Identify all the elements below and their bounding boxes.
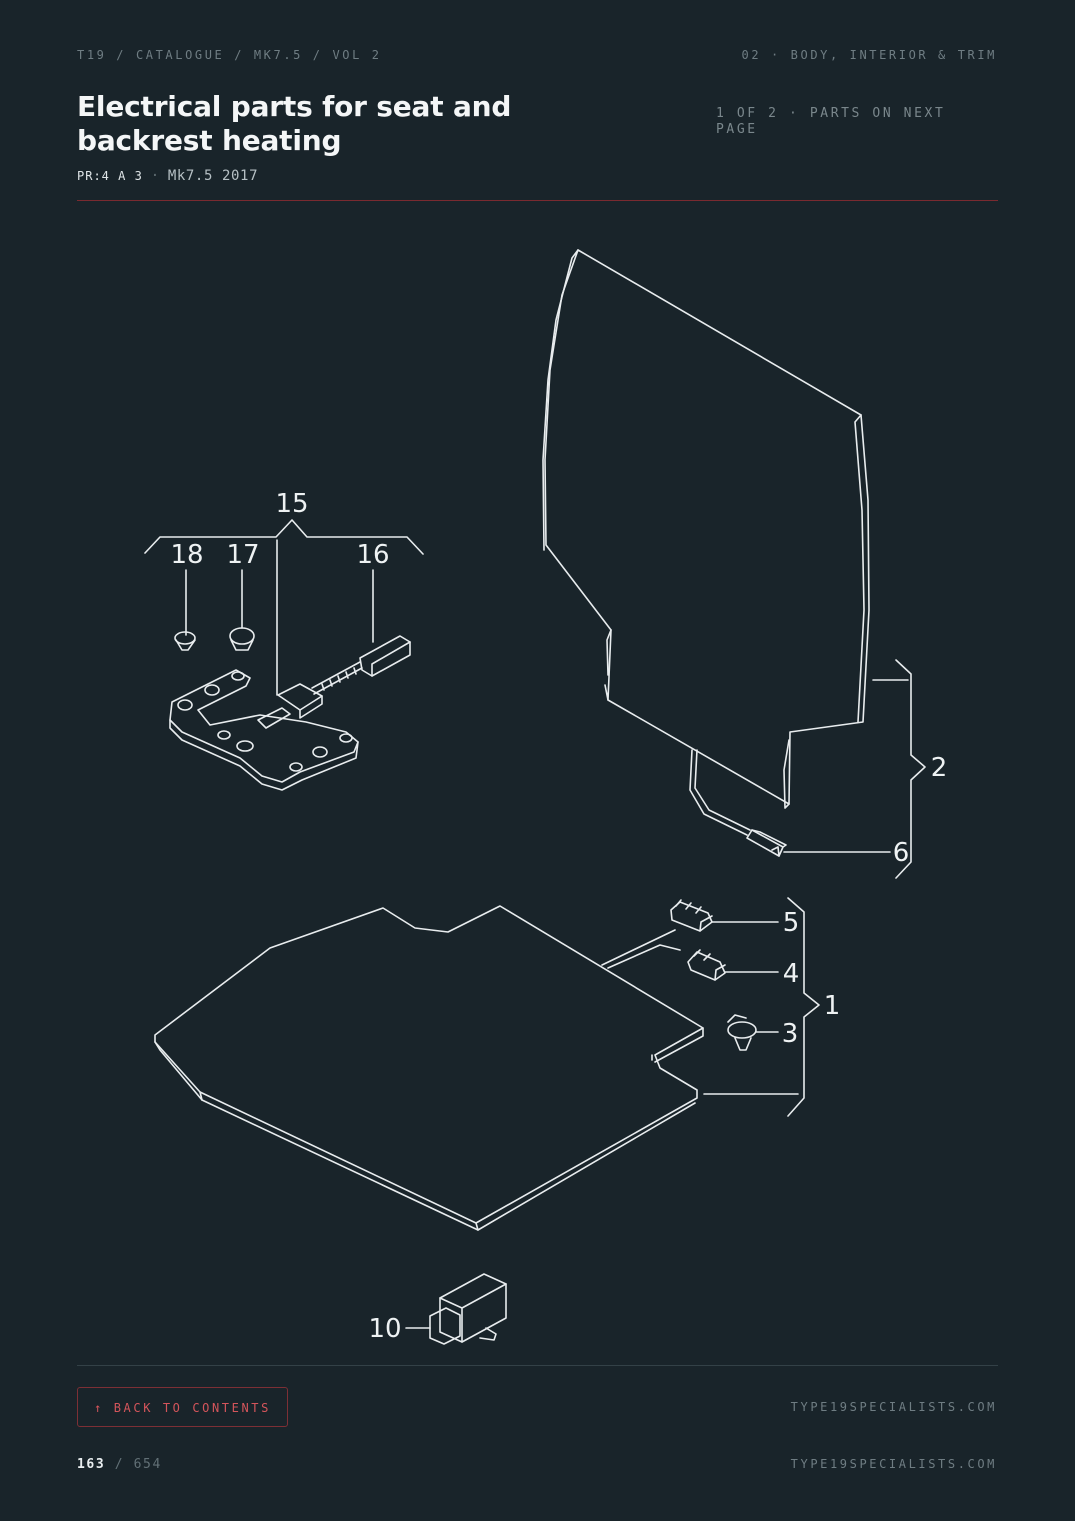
connector-5-drawing [670,899,713,932]
page-title: Electrical parts for seat and backrest h… [77,90,512,157]
page-current: 163 [77,1457,106,1472]
callout-10: 10 [368,1314,401,1344]
site-link[interactable]: TYPE19SPECIALISTS.COM [790,1400,997,1414]
callout-16: 16 [356,540,389,570]
callout-1: 1 [824,991,841,1021]
site-footer-text: TYPE19SPECIALISTS.COM [790,1457,997,1471]
connector-4-drawing [687,949,726,981]
sensor-mat-15-drawing [169,669,359,791]
page-counter: 163 / 654 [77,1457,162,1472]
callout-6: 6 [893,838,910,868]
header-divider [77,200,998,201]
plug-17-drawing [229,627,255,651]
plug-18-drawing [174,631,196,651]
page-separator: / [114,1457,125,1472]
exploded-view-drawing: 15 18 17 16 2 6 5 4 1 3 10 [144,249,948,1345]
page-note: 1 OF 2 · PARTS ON NEXT PAGE [716,106,946,137]
section-label: 02 · BODY, INTERIOR & TRIM [741,48,997,62]
page-total: 654 [133,1457,162,1472]
model-label: Mk7.5 2017 [167,168,259,184]
callout-5: 5 [783,908,800,938]
brace-15 [144,519,424,555]
brace-2 [872,659,926,879]
callout-2: 2 [931,753,948,783]
callout-17: 17 [226,540,259,570]
breadcrumb: T19 / CATALOGUE / MK7.5 / VOL 2 [77,48,382,62]
meta-separator: · [150,168,160,184]
footer-divider [77,1365,998,1366]
grommet-3-drawing [727,1014,757,1051]
callout-18: 18 [170,540,203,570]
control-unit-10-drawing [429,1273,507,1345]
backrest-heating-pad [542,249,870,836]
pr-code: PR:4 A 3 [77,169,143,183]
meta-line: PR:4 A 3 · Mk7.5 2017 [77,168,258,184]
callout-3: 3 [782,1019,799,1049]
brace-1 [703,897,820,1117]
callout-4: 4 [783,959,800,989]
connector-6-drawing [746,829,787,857]
callout-15: 15 [275,489,308,519]
back-to-contents-button[interactable]: ↑ BACK TO CONTENTS [77,1387,288,1427]
seat-heating-pad [154,905,704,1231]
parts-diagram: 15 18 17 16 2 6 5 4 1 3 10 [0,210,1075,1360]
cable-16-drawing [311,635,411,695]
